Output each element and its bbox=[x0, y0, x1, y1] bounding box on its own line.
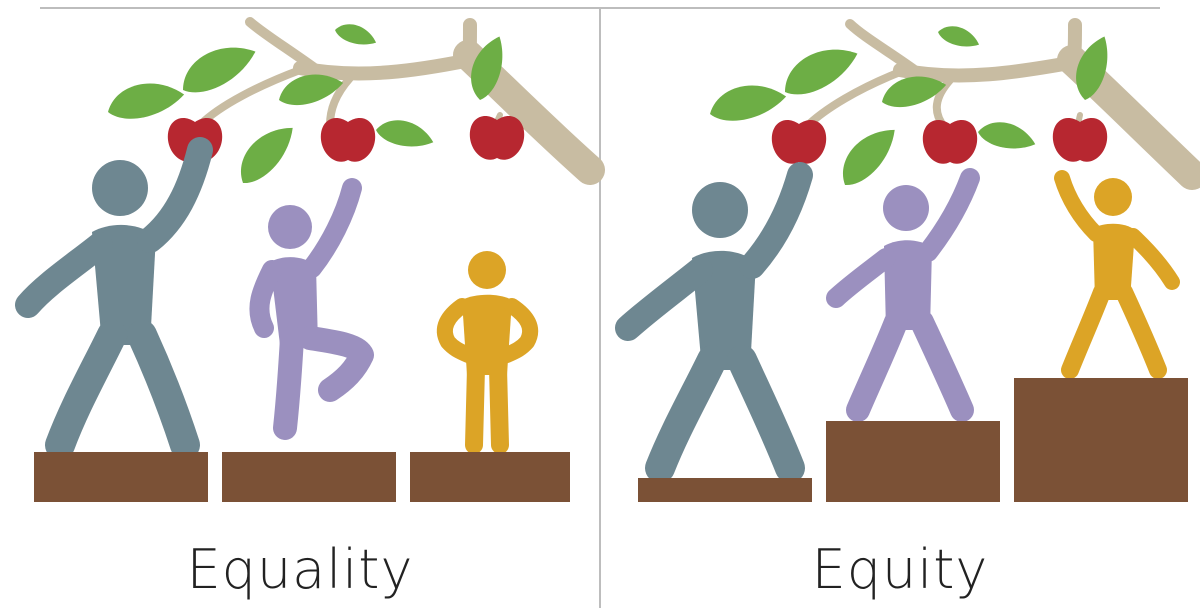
head bbox=[468, 251, 506, 289]
middle-person bbox=[826, 168, 980, 422]
apple bbox=[469, 116, 525, 160]
box bbox=[34, 452, 208, 502]
leaf bbox=[332, 18, 380, 51]
tall-person bbox=[615, 162, 813, 483]
tall-person bbox=[15, 137, 213, 460]
head bbox=[268, 205, 312, 249]
equality-panel bbox=[15, 17, 605, 502]
torso bbox=[692, 250, 756, 370]
boxes bbox=[34, 452, 570, 502]
torso bbox=[884, 240, 932, 330]
torso bbox=[1093, 223, 1135, 300]
leaf bbox=[228, 116, 304, 191]
apples bbox=[771, 118, 1108, 164]
middle-person bbox=[249, 178, 374, 440]
box bbox=[222, 452, 396, 502]
short-person bbox=[1054, 170, 1180, 379]
equity-caption: Equity bbox=[811, 538, 989, 601]
apples bbox=[167, 116, 525, 162]
leaf bbox=[706, 79, 789, 126]
leaf bbox=[104, 77, 187, 124]
leaf bbox=[373, 114, 437, 154]
leaf bbox=[830, 118, 906, 193]
leaf bbox=[935, 20, 983, 53]
head bbox=[692, 182, 748, 238]
apple bbox=[320, 118, 376, 162]
equity-panel bbox=[615, 18, 1200, 502]
box bbox=[410, 452, 570, 502]
boxes bbox=[638, 378, 1188, 502]
apple bbox=[771, 120, 827, 164]
torso bbox=[270, 257, 318, 345]
short-person bbox=[436, 251, 539, 454]
head bbox=[92, 160, 148, 216]
box bbox=[826, 421, 1000, 502]
leaf bbox=[975, 116, 1039, 156]
apple bbox=[922, 120, 978, 164]
leaves bbox=[104, 18, 512, 191]
box bbox=[1014, 378, 1188, 502]
apple bbox=[1052, 118, 1108, 162]
head bbox=[1094, 178, 1132, 216]
equality-caption: Equality bbox=[186, 538, 414, 601]
box bbox=[638, 478, 812, 502]
head bbox=[883, 185, 929, 231]
leaves bbox=[706, 20, 1117, 193]
